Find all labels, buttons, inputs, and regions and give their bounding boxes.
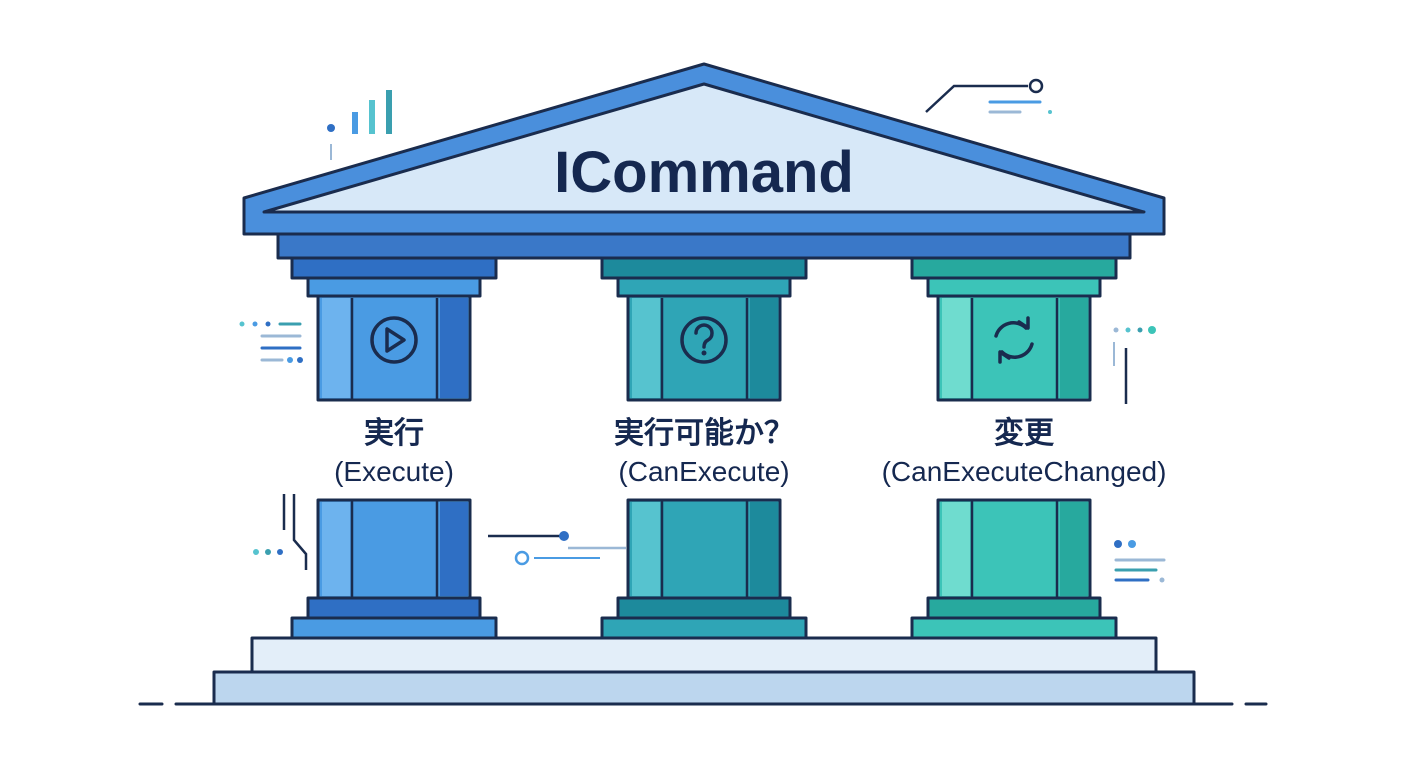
pillar-label-en: (CanExecuteChanged) bbox=[881, 456, 1167, 487]
pillar-canexecute bbox=[600, 256, 808, 640]
pillar-label-jp: 実行可能か？ bbox=[614, 416, 794, 451]
pillar-label-en: (Execute) bbox=[334, 456, 454, 487]
diagram-title: ICommand bbox=[554, 140, 854, 205]
refresh-arrows-icon bbox=[994, 316, 1034, 364]
pillar-label-canexecutechanged: 変更 (CanExecuteChanged) bbox=[854, 416, 1194, 490]
pillar-execute bbox=[290, 256, 498, 640]
pillar-label-execute: 実行 (Execute) bbox=[254, 416, 534, 490]
connector-decoration-middle bbox=[488, 531, 626, 566]
base-step-upper bbox=[250, 636, 1158, 674]
pillar-label-jp: 変更 bbox=[994, 416, 1054, 451]
pillar-label-canexecute: 実行可能か？ (CanExecute) bbox=[544, 416, 864, 490]
circuit-decoration-left bbox=[253, 494, 308, 570]
connector-decoration-top-right bbox=[925, 78, 1052, 114]
lines-decoration-left bbox=[239, 321, 303, 363]
pillar-label-en: (CanExecute) bbox=[618, 456, 790, 487]
bar-chart-decoration bbox=[327, 90, 392, 160]
pillar-label-jp: 実行 bbox=[364, 416, 424, 451]
play-circle-icon bbox=[370, 316, 418, 364]
base-step-lower bbox=[212, 670, 1196, 706]
pillar-canexecutechanged bbox=[910, 256, 1118, 640]
dots-decoration-right bbox=[1113, 326, 1156, 404]
lines-decoration-right bbox=[1114, 540, 1166, 583]
question-circle-icon bbox=[680, 316, 728, 364]
